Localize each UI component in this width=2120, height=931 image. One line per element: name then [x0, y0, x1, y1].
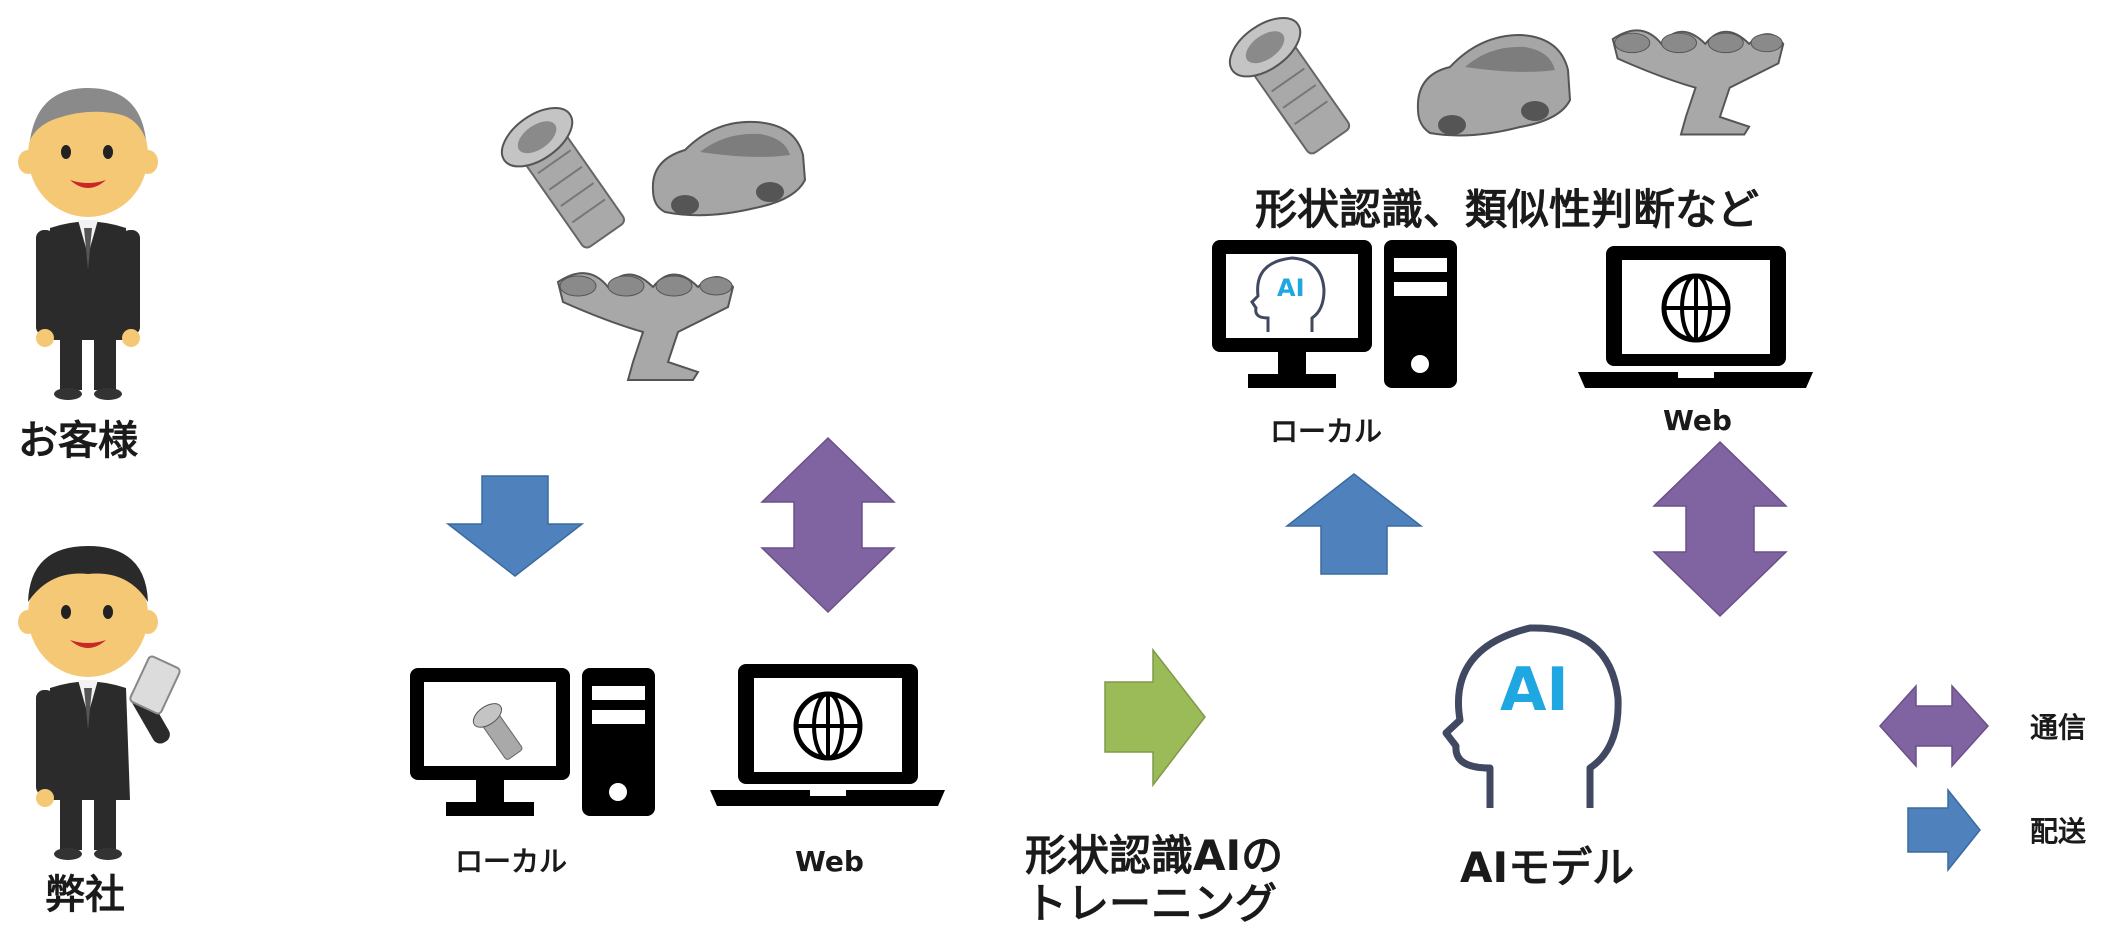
- car-model-icon: [651, 120, 807, 217]
- customer-person-icon: [18, 88, 158, 400]
- right-ai-icon-text: AI: [1277, 274, 1305, 302]
- communication-vertical-arrow: [760, 436, 896, 614]
- legend-delivery-label: 配送: [2030, 815, 2087, 848]
- ai-model-label: AIモデル: [1460, 843, 1635, 892]
- delivery-down-arrow: [445, 475, 585, 577]
- globe-icon-right: [1661, 273, 1731, 343]
- legend-communication-label: 通信: [2030, 711, 2087, 744]
- left-local-label: ローカル: [455, 845, 568, 878]
- bolt-model-icon: [500, 107, 626, 249]
- training-label-line1: 形状認識AIの: [1025, 831, 1284, 880]
- laptop-icon-right: [1578, 246, 1813, 388]
- right-local-label: ローカル: [1270, 415, 1383, 448]
- company-label: 弊社: [45, 872, 125, 918]
- legend-delivery-arrow: [1907, 787, 1981, 873]
- laptop-icon: [710, 664, 945, 806]
- legend-communication-arrow: [1878, 684, 1990, 768]
- globe-icon: [793, 691, 863, 761]
- right-web-label: Web: [1663, 404, 1732, 437]
- communication-vertical-arrow-right: [1652, 440, 1788, 618]
- customer-label: お客様: [18, 418, 138, 464]
- manifold-model-icon: [556, 272, 735, 381]
- desktop-computer-icon: [410, 668, 655, 816]
- bolt-model-icon-right: [1228, 17, 1351, 155]
- manifold-model-icon-right: [1611, 29, 1785, 136]
- delivery-up-arrow: [1284, 473, 1424, 575]
- training-arrow: [1104, 647, 1206, 788]
- right-caption: 形状認識、類似性判断など: [1255, 185, 1760, 234]
- desktop-computer-ai-icon: [1212, 240, 1457, 388]
- ai-head-icon: [1442, 624, 1622, 808]
- car-model-icon-right: [1416, 33, 1572, 137]
- ai-model-head-text: AI: [1500, 655, 1569, 725]
- ai-head-small-icon: [1250, 256, 1326, 332]
- company-person-icon: [18, 546, 181, 860]
- training-label-line2: トレーニング: [1025, 879, 1278, 928]
- left-web-label: Web: [795, 845, 864, 878]
